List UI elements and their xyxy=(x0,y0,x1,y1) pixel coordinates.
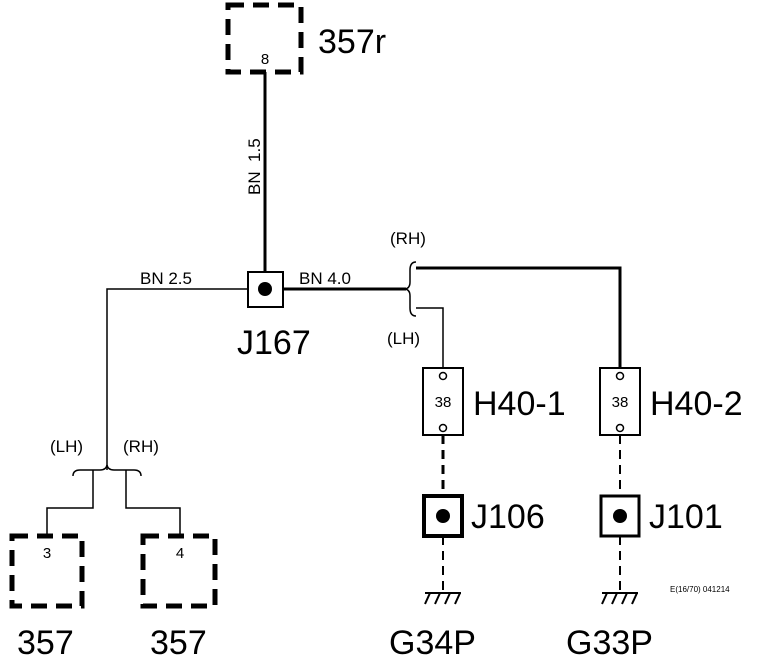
fuse-h40-1-label: H40-1 xyxy=(473,385,566,423)
junction-j167: J167 xyxy=(237,271,311,362)
connector-357r: 8 357r xyxy=(225,2,386,75)
fuse-h40-2: 38 H40-2 xyxy=(599,367,743,436)
wire-to-357-pin4 xyxy=(125,470,181,534)
fuse-h40-2-label: H40-2 xyxy=(650,385,743,423)
wire-to-357-pin3 xyxy=(46,470,94,534)
connector-357r-label: 357r xyxy=(318,23,386,61)
wire-lh-to-h40-1 xyxy=(416,307,444,370)
junction-j167-label: J167 xyxy=(237,324,311,362)
ground-g33p-icon xyxy=(601,592,638,605)
variant-label-lh-mid: (LH) xyxy=(387,329,420,348)
reference-code: E(16/70) 041214 xyxy=(670,585,730,594)
wire-label-bn-1-5: BN 1.5 xyxy=(245,138,264,195)
connector-357-left-label: 357 xyxy=(17,624,74,662)
ground-g34p-icon xyxy=(424,592,461,605)
wire-rh-to-h40-2 xyxy=(416,266,622,370)
fuse-h40-2-value: 38 xyxy=(612,394,629,411)
wires xyxy=(46,72,622,592)
variant-label-rh-left: (RH) xyxy=(123,437,159,456)
brace-left xyxy=(72,464,142,477)
fuse-h40-1-value: 38 xyxy=(435,394,452,411)
ground-g34p-label: G34P xyxy=(389,624,476,662)
junction-j101-label: J101 xyxy=(649,498,723,536)
variant-label-rh-top: (RH) xyxy=(390,229,426,248)
junction-j106: J106 xyxy=(422,494,545,538)
wire-bn25 xyxy=(106,288,248,470)
junction-j106-label: J106 xyxy=(471,498,545,536)
connector-357-pin-3: 3 357 xyxy=(9,533,85,662)
connector-357-pin-3-number: 3 xyxy=(43,545,51,562)
variant-label-lh-left: (LH) xyxy=(50,437,83,456)
connector-357-pin-4: 4 357 xyxy=(140,533,218,662)
connector-357r-pin: 8 xyxy=(261,51,269,68)
connector-357-pin-4-number: 4 xyxy=(176,545,184,562)
connector-357-right-label: 357 xyxy=(150,624,207,662)
wire-label-bn-2-5: BN 2.5 xyxy=(140,269,192,288)
junction-j101: J101 xyxy=(599,494,723,538)
fuse-h40-1: 38 H40-1 xyxy=(422,367,566,436)
ground-g33p-label: G33P xyxy=(566,624,653,662)
wire-label-bn-4-0: BN 4.0 xyxy=(299,269,351,288)
brace-right xyxy=(403,261,417,317)
